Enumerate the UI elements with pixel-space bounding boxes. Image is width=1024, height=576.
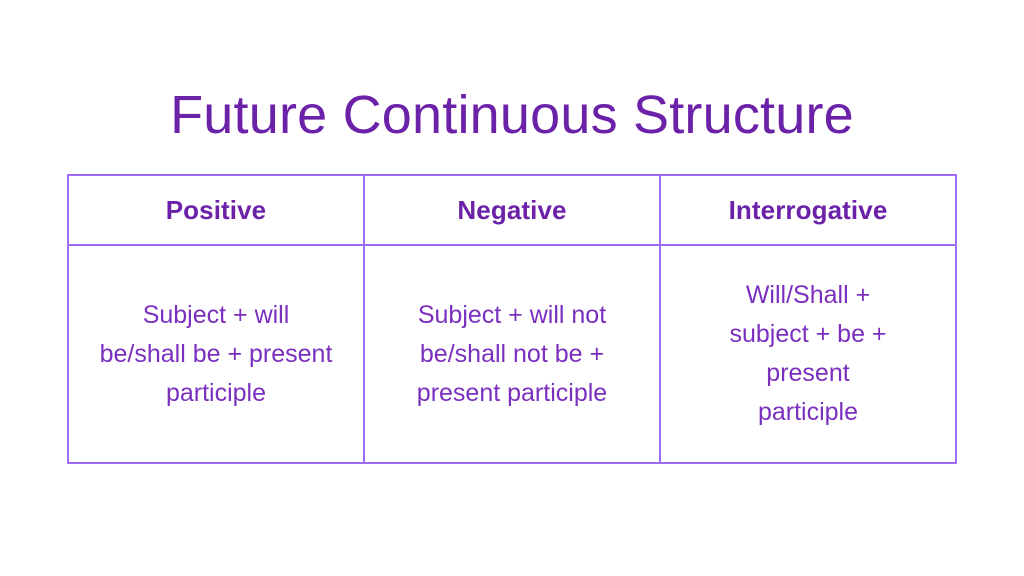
cell-positive-structure: Subject + will be/shall be + present par…	[67, 244, 365, 464]
cell-interrogative-text: Will/Shall + subject + be + present part…	[729, 281, 887, 426]
table-body: Subject + will be/shall be + present par…	[67, 244, 957, 464]
table-row: Subject + will be/shall be + present par…	[67, 244, 957, 464]
cell-negative-structure: Subject + will not be/shall not be + pre…	[363, 244, 661, 464]
table-header: Positive Negative Interrogative	[67, 174, 957, 246]
column-header-negative: Negative	[363, 174, 661, 246]
cell-interrogative-structure: Will/Shall + subject + be + present part…	[659, 244, 957, 464]
cell-negative-text: Subject + will not be/shall not be + pre…	[416, 300, 608, 407]
page-title: Future Continuous Structure	[170, 85, 854, 145]
column-header-positive: Positive	[67, 174, 365, 246]
column-header-interrogative: Interrogative	[659, 174, 957, 246]
table-header-row: Positive Negative Interrogative	[67, 174, 957, 246]
cell-positive-text: Subject + will be/shall be + present par…	[99, 300, 333, 407]
future-continuous-structure-table: Positive Negative Interrogative Subject …	[67, 174, 957, 464]
